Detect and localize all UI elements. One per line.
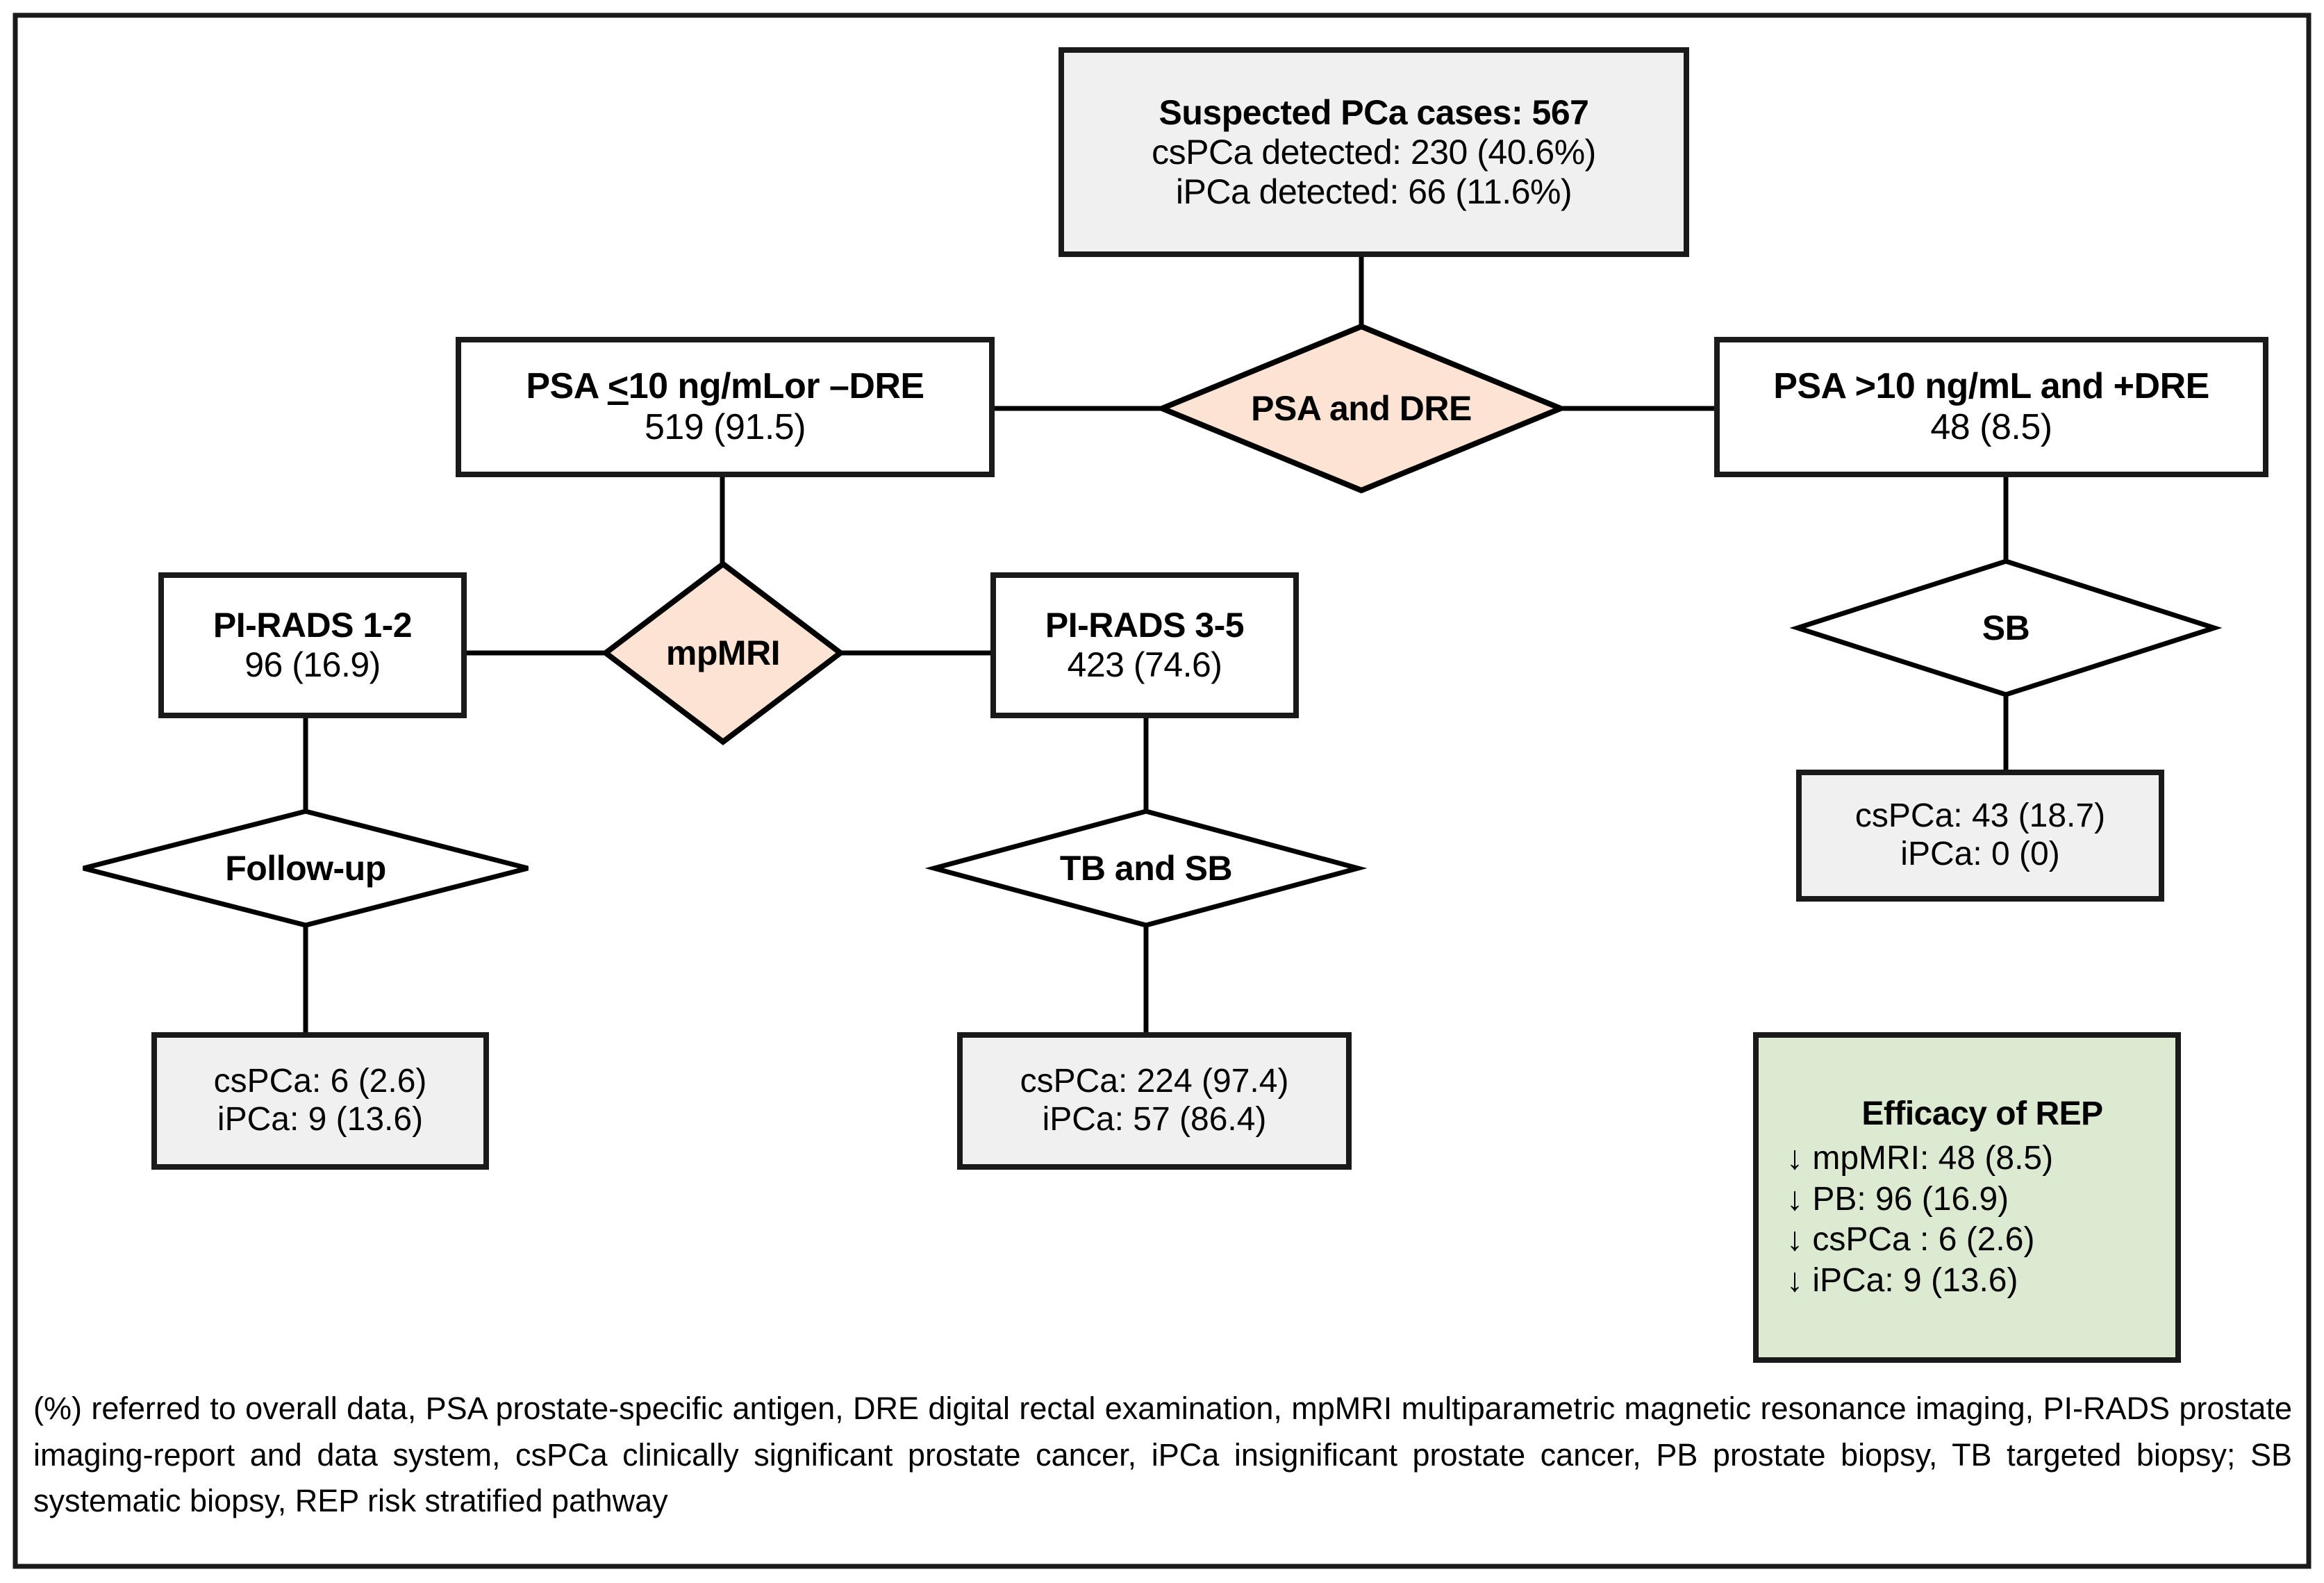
- node-sb-result-box[interactable]: [1796, 770, 2164, 902]
- node-efficacy-rep-box[interactable]: [1753, 1032, 2181, 1363]
- figure-caption: (%) referred to overall data, PSA prosta…: [33, 1391, 2292, 1519]
- node-sb-decision-diamond[interactable]: [1789, 558, 2223, 697]
- node-followup-decision-diamond[interactable]: [83, 809, 529, 928]
- node-psa-dre-decision-diamond[interactable]: [1154, 323, 1568, 494]
- connector-group: [303, 254, 2009, 1035]
- node-tb-sb-decision-diamond[interactable]: [924, 809, 1368, 928]
- node-suspected-cases-box[interactable]: [1059, 47, 1689, 257]
- node-psa-high-box[interactable]: [1714, 337, 2268, 477]
- node-followup-result-box[interactable]: [151, 1032, 489, 1170]
- node-pirads-low-box[interactable]: [158, 572, 467, 718]
- node-mpmri-decision-diamond[interactable]: [601, 560, 845, 746]
- node-pirads-high-box[interactable]: [990, 572, 1299, 718]
- node-tb-sb-result-box[interactable]: [957, 1032, 1352, 1170]
- node-psa-low-box[interactable]: [456, 337, 995, 477]
- figure-frame: [13, 13, 2311, 1569]
